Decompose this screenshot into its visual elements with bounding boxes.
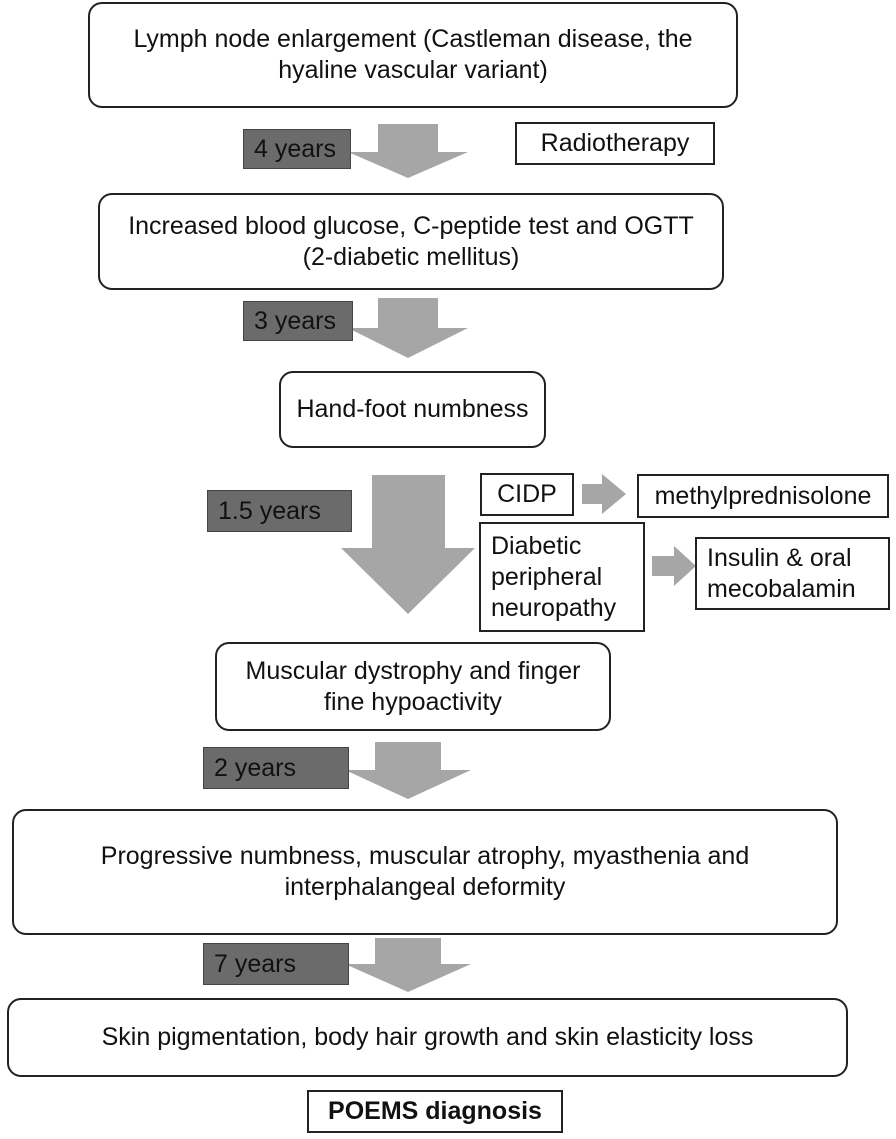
right-arrow-cidp — [582, 474, 626, 514]
duration-label-4: 2 years — [203, 747, 349, 789]
box-progressive-numbness: Progressive numbness, muscular atrophy, … — [12, 809, 838, 935]
down-arrow-1 — [348, 124, 468, 178]
box-lymph-node: Lymph node enlargement (Castleman diseas… — [88, 2, 738, 108]
box-cidp: CIDP — [480, 473, 574, 516]
box-diabetic-neuropathy: Diabetic peripheral neuropathy — [479, 522, 645, 632]
duration-label-1: 4 years — [243, 129, 351, 169]
down-arrow-2 — [348, 298, 468, 358]
box-insulin: Insulin & oral mecobalamin — [695, 537, 890, 610]
box-muscular-dystrophy: Muscular dystrophy and finger fine hypoa… — [215, 642, 611, 731]
down-arrow-3 — [341, 475, 475, 614]
box-blood-glucose: Increased blood glucose, C-peptide test … — [98, 193, 724, 290]
box-hand-foot-numbness: Hand-foot numbness — [279, 371, 546, 448]
box-poems-diagnosis: POEMS diagnosis — [307, 1090, 563, 1133]
box-skin-pigmentation: Skin pigmentation, body hair growth and … — [7, 998, 848, 1077]
box-methylprednisolone: methylprednisolone — [637, 474, 889, 518]
down-arrow-4 — [345, 742, 471, 799]
duration-label-2: 3 years — [243, 301, 353, 341]
duration-label-3: 1.5 years — [207, 490, 352, 532]
box-radiotherapy: Radiotherapy — [515, 122, 715, 165]
right-arrow-neuro — [652, 546, 696, 586]
duration-label-5: 7 years — [203, 943, 349, 985]
down-arrow-5 — [345, 938, 471, 992]
